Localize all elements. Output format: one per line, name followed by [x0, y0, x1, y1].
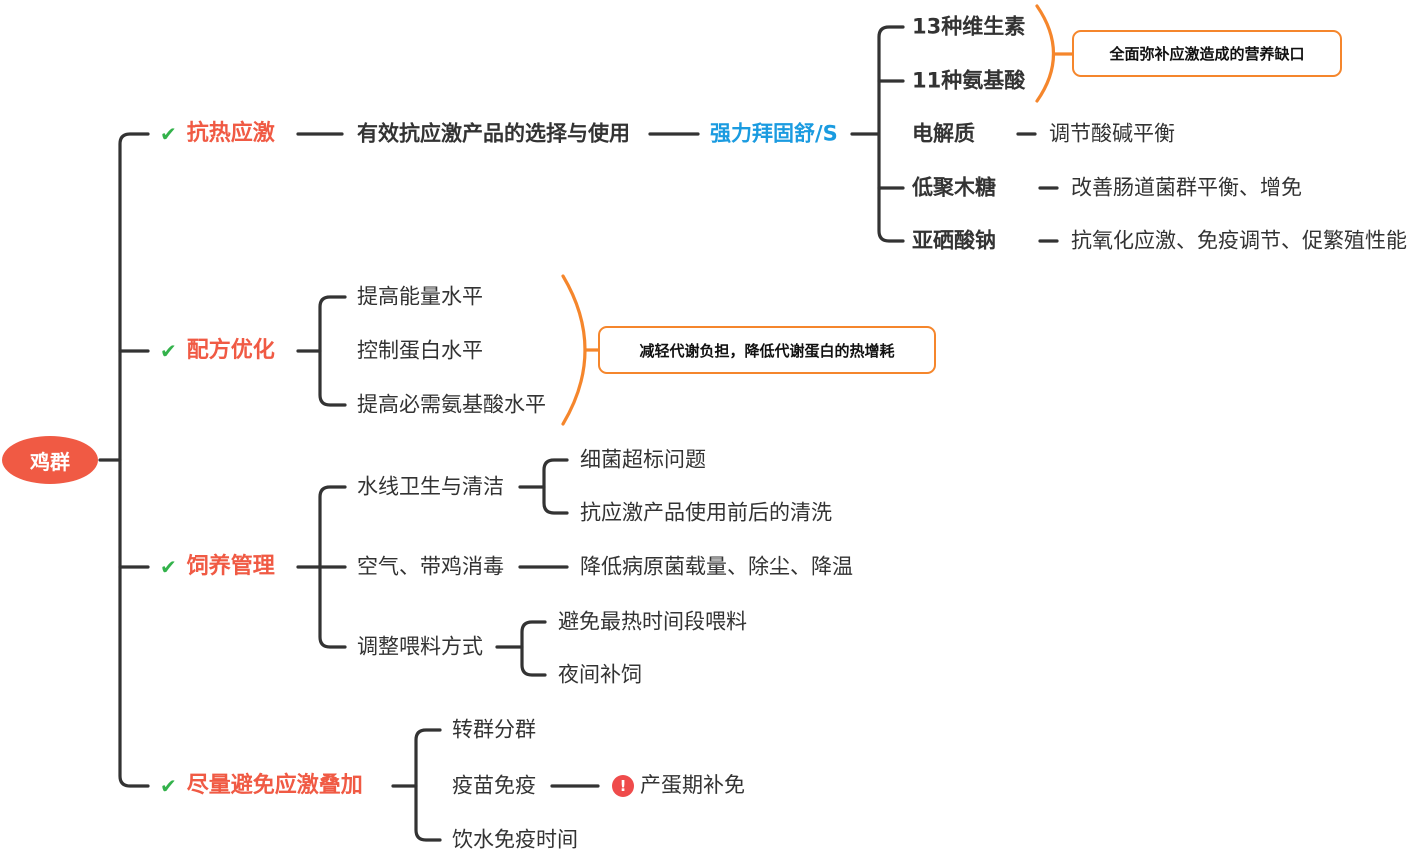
root-node[interactable]: 鸡群	[2, 436, 98, 484]
node-avoid-hot-feeding[interactable]: 避免最热时间段喂料	[558, 609, 747, 634]
check-icon: ✔	[160, 122, 177, 146]
note-sodium-selenite[interactable]: 抗氧化应激、免疫调节、促繁殖性能	[1071, 228, 1407, 253]
node-sodium-selenite[interactable]: 亚硒酸钠	[912, 228, 996, 253]
node-essential-amino[interactable]: 提高必需氨基酸水平	[357, 392, 546, 417]
summary-text: 全面弥补应激造成的营养缺口	[1109, 45, 1305, 63]
summary-text: 减轻代谢负担，降低代谢蛋白的热增耗	[639, 341, 895, 360]
category-label: 抗热应激	[186, 121, 275, 146]
summary-box-formula[interactable]: 减轻代谢负担，降低代谢蛋白的热增耗	[598, 326, 936, 374]
summary-bracket-formula	[561, 274, 587, 426]
category-label: 饲养管理	[186, 554, 275, 579]
note-xylooligosaccharide[interactable]: 改善肠道菌群平衡、增免	[1071, 175, 1302, 200]
category-heat-stress[interactable]: ✔ 抗热应激	[160, 123, 275, 145]
note-air-disinfection[interactable]: 降低病原菌载量、除尘、降温	[580, 554, 853, 579]
note-electrolytes[interactable]: 调节酸碱平衡	[1049, 121, 1175, 146]
node-product-name[interactable]: 强力拜固舒/S	[710, 121, 838, 146]
node-feeding-method[interactable]: 调整喂料方式	[357, 634, 483, 659]
node-protein[interactable]: 控制蛋白水平	[357, 338, 483, 363]
node-night-feeding[interactable]: 夜间补饲	[558, 662, 642, 687]
note-text: 产蛋期补免	[640, 773, 745, 797]
node-amino-acids[interactable]: 11种氨基酸	[912, 68, 1026, 93]
root-label: 鸡群	[30, 449, 70, 474]
check-icon: ✔	[160, 555, 177, 579]
category-label: 尽量避免应激叠加	[186, 773, 363, 798]
node-xylooligosaccharide[interactable]: 低聚木糖	[912, 175, 996, 200]
category-formula[interactable]: ✔ 配方优化	[160, 340, 275, 362]
summary-bracket-heat	[1035, 4, 1055, 103]
node-cleaning[interactable]: 抗应激产品使用前后的清洗	[580, 500, 832, 525]
node-regrouping[interactable]: 转群分群	[452, 717, 536, 742]
summary-box-heat[interactable]: 全面弥补应激造成的营养缺口	[1072, 30, 1342, 77]
note-laying-booster[interactable]: ! 产蛋期补免	[612, 775, 745, 797]
check-icon: ✔	[160, 339, 177, 363]
category-avoid-stacking[interactable]: ✔ 尽量避免应激叠加	[160, 775, 363, 797]
node-air-disinfection[interactable]: 空气、带鸡消毒	[357, 554, 504, 579]
category-feeding[interactable]: ✔ 饲养管理	[160, 556, 275, 578]
node-water-immunization[interactable]: 饮水免疫时间	[452, 827, 578, 852]
check-icon: ✔	[160, 774, 177, 798]
exclamation-icon: !	[612, 775, 634, 797]
node-bacteria[interactable]: 细菌超标问题	[580, 447, 706, 472]
node-vitamins[interactable]: 13种维生素	[912, 14, 1026, 39]
node-vaccination[interactable]: 疫苗免疫	[452, 773, 536, 798]
node-effective-product[interactable]: 有效抗应激产品的选择与使用	[357, 121, 630, 146]
category-label: 配方优化	[186, 338, 275, 363]
node-energy[interactable]: 提高能量水平	[357, 284, 483, 309]
node-electrolytes[interactable]: 电解质	[912, 121, 975, 146]
node-water-line[interactable]: 水线卫生与清洁	[357, 474, 504, 499]
